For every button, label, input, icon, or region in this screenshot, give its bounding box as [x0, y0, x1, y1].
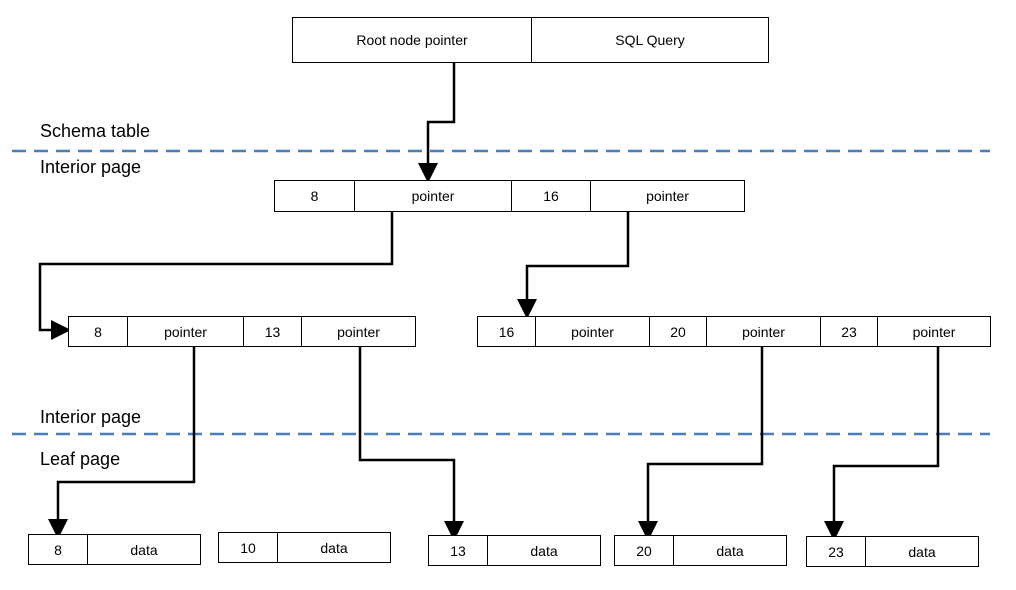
leaf-data-cell: data — [673, 536, 786, 565]
pointer-cell: pointer — [301, 317, 415, 346]
root-interior-node: 8 pointer 16 pointer — [274, 180, 745, 212]
leaf-page-label: Leaf page — [40, 449, 121, 469]
pointer-cell: pointer — [535, 317, 649, 346]
key-cell: 16 — [498, 323, 515, 340]
arrow-left-ptr2-to-leaf13 — [358, 346, 464, 541]
leaf-key-cell: 10 — [240, 539, 256, 556]
leaf-node: 20 data — [614, 535, 787, 566]
key-cell: 8 — [94, 323, 102, 340]
interior-page-label-lower: Interior page — [40, 407, 142, 427]
leaf-key-cell: 23 — [828, 543, 844, 560]
pointer-cell: pointer — [877, 317, 990, 346]
key-cell: 8 — [310, 188, 319, 204]
leaf-data-cell: data — [87, 535, 200, 564]
arrow-right-ptr3-to-leaf23 — [824, 346, 940, 541]
leaf-key-cell: 13 — [450, 542, 466, 559]
interior-page-label: Interior page — [40, 157, 142, 177]
leaf-node: 13 data — [428, 535, 601, 566]
arrow-left-ptr1-to-leaf8 — [48, 346, 196, 539]
arrow-right-ptr2-to-leaf20 — [638, 346, 764, 541]
leaf-node: 10 data — [218, 532, 391, 563]
leaf-key-cell: 20 — [636, 542, 652, 559]
pointer-cell: pointer — [127, 317, 243, 346]
leaf-node: 23 data — [806, 536, 979, 567]
sql-query-cell: SQL Query — [531, 18, 768, 62]
leaf-data-cell: data — [487, 536, 600, 565]
pointer-cell: pointer — [354, 181, 511, 211]
arrow-root-ptr1-to-left — [38, 211, 394, 340]
pointer-cell: pointer — [590, 181, 744, 211]
right-interior-node: 16 pointer 20 pointer 23 pointer — [477, 316, 991, 347]
leaf-node: 8 data — [28, 534, 201, 565]
key-cell: 13 — [243, 317, 301, 346]
arrow-root-to-interior — [418, 62, 456, 183]
pointer-cell: pointer — [706, 317, 820, 346]
left-interior-node: 8 pointer 13 pointer — [68, 316, 416, 347]
leaf-data-cell: data — [865, 537, 978, 566]
key-cell: 16 — [511, 181, 590, 211]
leaf-key-cell: 8 — [54, 541, 62, 558]
schema-table-node: Root node pointer SQL Query — [292, 17, 769, 63]
leaf-data-cell: data — [277, 533, 390, 562]
schema-table-label: Schema table — [40, 121, 151, 141]
key-cell: 23 — [820, 317, 877, 346]
arrow-root-ptr2-to-right — [517, 211, 630, 319]
root-node-pointer-cell: Root node pointer — [356, 32, 468, 48]
key-cell: 20 — [649, 317, 706, 346]
